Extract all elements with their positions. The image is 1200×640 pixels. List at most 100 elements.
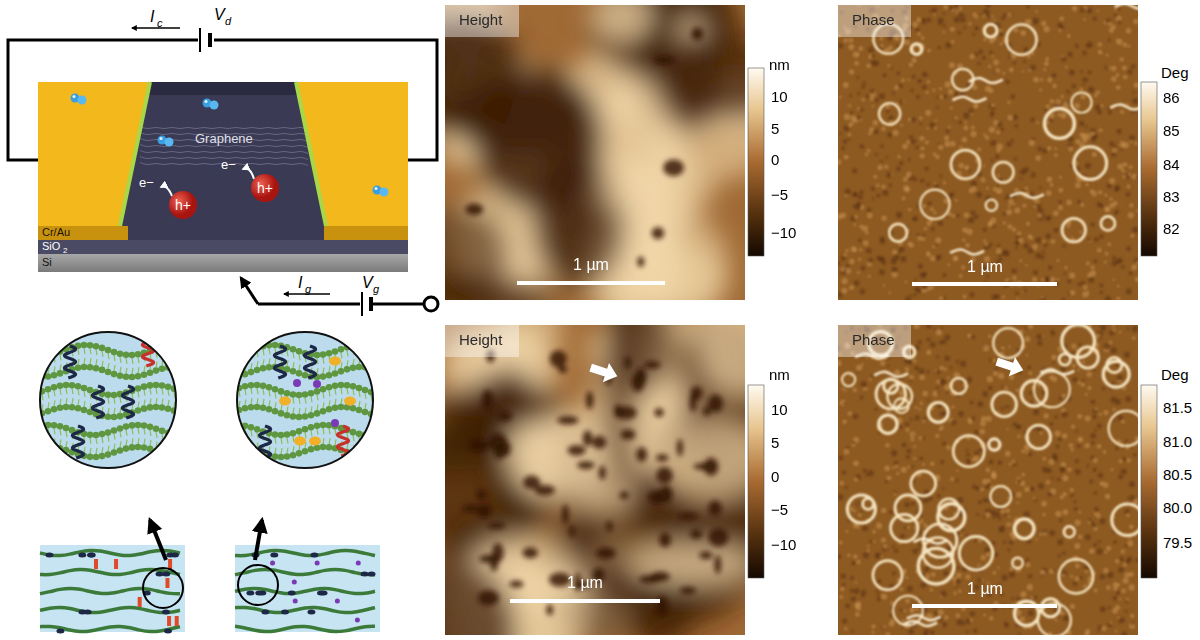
noise-dot bbox=[1088, 238, 1092, 242]
lipid-head bbox=[314, 388, 321, 395]
noise-dot bbox=[985, 243, 989, 247]
lipid-head bbox=[314, 422, 321, 429]
lipid-tail bbox=[78, 359, 79, 365]
noise-dot bbox=[1122, 175, 1126, 179]
lipid-tail bbox=[180, 394, 181, 400]
noise-dot bbox=[880, 160, 883, 163]
lipid-tail bbox=[251, 388, 252, 394]
lipid-head bbox=[362, 387, 369, 394]
noise-dot bbox=[868, 56, 871, 59]
lipid-tail bbox=[114, 444, 115, 450]
noise-dot bbox=[957, 8, 960, 11]
phase-noise bbox=[838, 5, 1138, 300]
noise-dot bbox=[957, 619, 963, 625]
noise-dot bbox=[1002, 574, 1008, 580]
noise-dot bbox=[896, 166, 901, 171]
noise-dot bbox=[841, 146, 845, 150]
lipid-tail bbox=[78, 349, 79, 355]
noise-dot bbox=[876, 256, 881, 261]
noise-dot bbox=[851, 246, 857, 252]
lipid-tail bbox=[120, 367, 121, 373]
lipid-head bbox=[260, 365, 267, 372]
lipid-head bbox=[177, 342, 184, 349]
graphene-lattice bbox=[140, 151, 308, 154]
lipid-head bbox=[105, 369, 112, 376]
noise-dot bbox=[1036, 204, 1041, 209]
lipid-tail bbox=[54, 400, 55, 406]
noise-dot bbox=[926, 183, 929, 186]
noise-dot bbox=[1090, 189, 1094, 193]
lipid-head bbox=[111, 449, 118, 456]
noise-dot bbox=[942, 31, 945, 34]
lipid-head bbox=[338, 346, 345, 353]
noise-dot bbox=[1092, 415, 1096, 419]
noise-dot bbox=[907, 586, 913, 592]
noise-dot bbox=[867, 545, 869, 547]
noise-dot bbox=[942, 339, 947, 344]
noise-dot bbox=[971, 210, 976, 215]
lipid-head bbox=[69, 382, 76, 389]
noise-dot bbox=[943, 12, 946, 15]
noise-dot bbox=[1075, 44, 1079, 48]
surface-pit bbox=[708, 528, 728, 546]
height-blob bbox=[627, 542, 745, 586]
lipid-tail bbox=[42, 368, 43, 374]
lipid-tail bbox=[365, 358, 366, 364]
lipid-tail bbox=[144, 390, 145, 396]
noise-dot bbox=[898, 83, 903, 88]
noise-dot bbox=[961, 265, 965, 269]
noise-dot bbox=[1085, 183, 1089, 187]
lipid-head bbox=[117, 413, 124, 420]
noise-dot bbox=[908, 208, 912, 212]
bound-ion-mark bbox=[309, 437, 321, 446]
noise-dot bbox=[1111, 66, 1117, 72]
lipid-head bbox=[147, 404, 154, 411]
noise-dot bbox=[1067, 279, 1071, 283]
lipid-tail bbox=[233, 403, 234, 409]
noise-dot bbox=[991, 103, 995, 107]
wire bbox=[8, 40, 198, 160]
noise-dot bbox=[1091, 441, 1095, 445]
lipid-tail bbox=[275, 392, 276, 398]
lipid-head bbox=[272, 386, 279, 393]
noise-dot bbox=[911, 117, 916, 122]
lipid-tail bbox=[287, 406, 288, 412]
noise-dot bbox=[899, 99, 904, 104]
noise-dot bbox=[945, 81, 951, 87]
lipid-tail bbox=[66, 398, 67, 404]
lipid-tail bbox=[150, 440, 151, 446]
phase-image bbox=[838, 325, 1138, 635]
noise-dot bbox=[943, 5, 948, 9]
surface-pit bbox=[654, 408, 664, 417]
height-blob bbox=[473, 68, 604, 211]
lipid-head bbox=[135, 351, 142, 358]
noise-dot bbox=[1022, 70, 1024, 72]
peptide-helix bbox=[337, 426, 348, 456]
lipid-head bbox=[33, 424, 40, 431]
lipid-tail bbox=[239, 357, 240, 363]
lipid-head bbox=[242, 405, 249, 412]
noise-dot bbox=[988, 221, 993, 226]
noise-dot bbox=[963, 26, 966, 29]
lipid-tail bbox=[377, 397, 378, 403]
noise-dot bbox=[1085, 534, 1091, 540]
phase-image bbox=[838, 5, 1138, 300]
noise-dot bbox=[870, 60, 876, 66]
noise-dot bbox=[1012, 275, 1016, 279]
noise-dot bbox=[939, 87, 942, 90]
lipid-head bbox=[362, 342, 369, 349]
lipid-tail bbox=[126, 368, 127, 374]
noise-dot bbox=[971, 125, 975, 129]
noise-dot bbox=[879, 237, 884, 242]
noise-dot bbox=[1046, 190, 1052, 196]
noise-dot bbox=[952, 214, 956, 218]
lipid-head bbox=[248, 424, 255, 431]
noise-dot bbox=[1083, 18, 1086, 21]
surface-pit bbox=[680, 587, 696, 594]
noise-dot bbox=[849, 259, 854, 264]
noise-dot bbox=[902, 144, 908, 150]
noise-dot bbox=[855, 204, 861, 210]
lipid-head bbox=[153, 425, 160, 432]
helix-mark bbox=[361, 572, 369, 577]
lipid-head bbox=[326, 384, 333, 391]
